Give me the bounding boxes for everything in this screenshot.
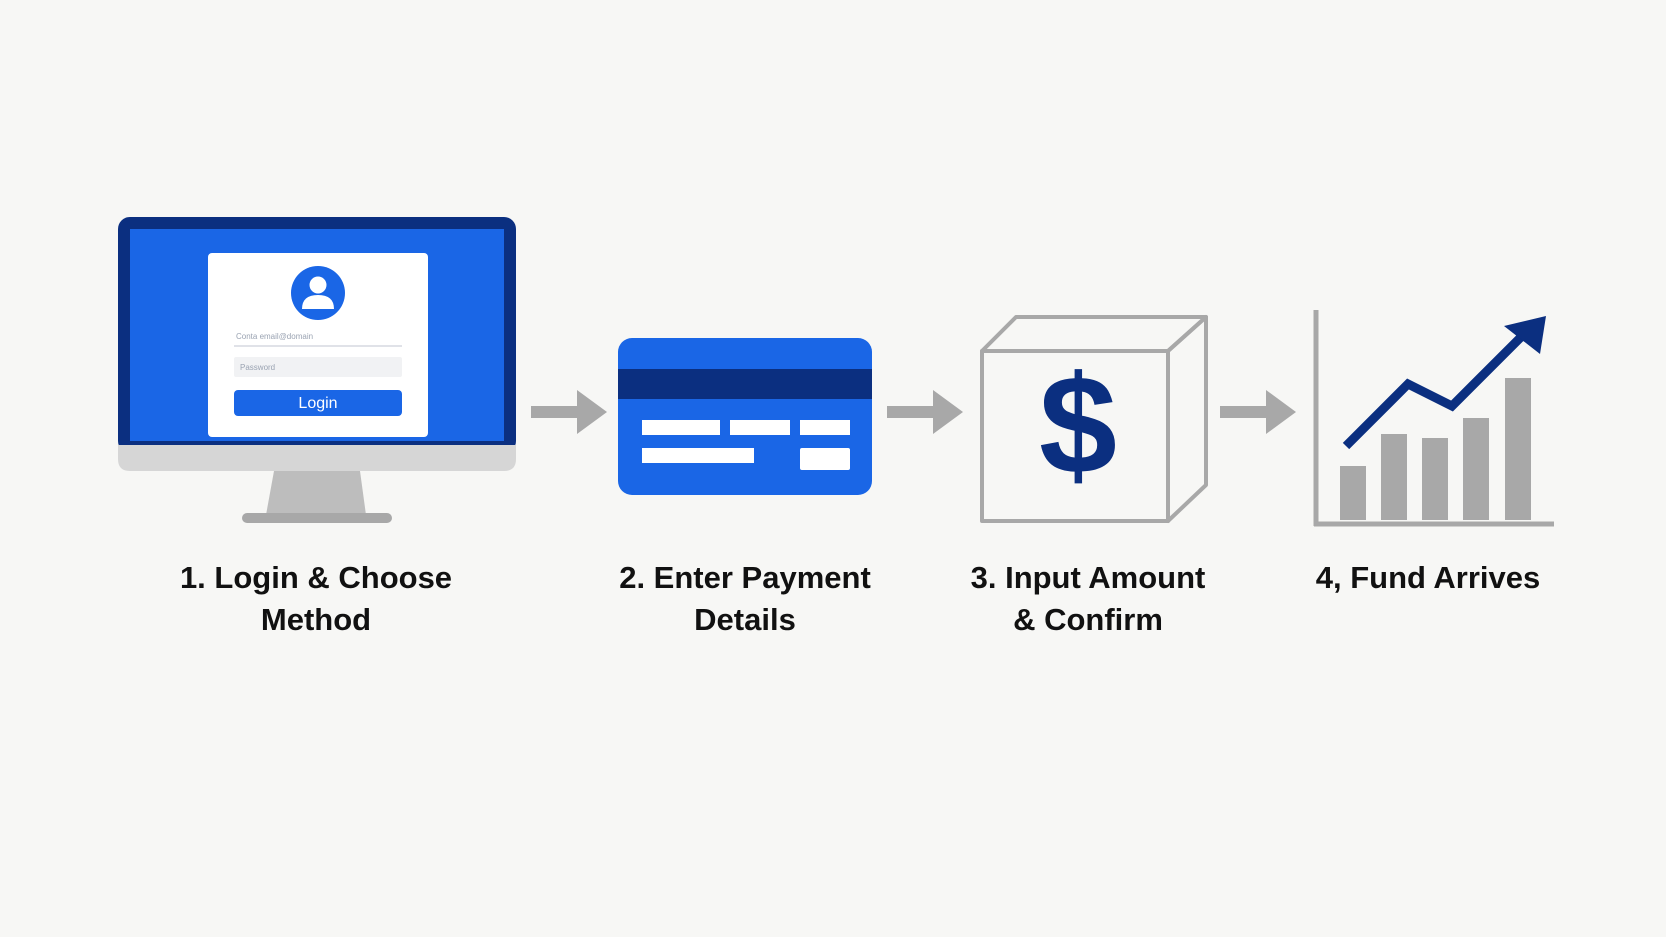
arrow-right-icon: [887, 390, 963, 434]
card-field: [800, 420, 850, 435]
monitor-chin: [118, 445, 516, 471]
card-field: [642, 448, 754, 463]
step-3-label: 3. Input Amount & Confirm: [970, 560, 1206, 637]
box-side: [1166, 315, 1208, 523]
chart-bar: [1381, 434, 1407, 520]
computer-login-icon: Conta email@domain Password Login: [118, 217, 516, 523]
chart-bar: [1422, 438, 1448, 520]
card-stripe: [618, 369, 872, 399]
arrow-right-icon: [1220, 390, 1296, 434]
card-body: [618, 338, 872, 495]
step-4-label: 4, Fund Arrives: [1315, 560, 1541, 595]
password-field-text: Password: [240, 363, 275, 372]
monitor-stand: [266, 471, 366, 515]
user-avatar-icon: [291, 266, 345, 320]
chart-bar: [1463, 418, 1489, 520]
trend-line: [1342, 330, 1528, 450]
growth-chart-icon: [1313, 310, 1554, 527]
dollar-box-icon: $: [980, 315, 1208, 523]
dollar-sign-icon: $: [1039, 346, 1117, 503]
email-field[interactable]: Conta email@domain: [236, 332, 313, 341]
password-field[interactable]: [234, 357, 402, 377]
arrow-right-icon: [531, 390, 607, 434]
monitor-base: [242, 513, 392, 523]
chart-bar: [1340, 466, 1366, 520]
trend-arrowhead-icon: [1504, 316, 1546, 354]
credit-card-icon: [618, 338, 872, 495]
card-field: [800, 448, 850, 470]
chart-bar: [1505, 378, 1531, 520]
card-field: [730, 420, 790, 435]
card-field: [642, 420, 720, 435]
login-button-label: Login: [298, 395, 337, 412]
step-1-label: 1. Login & Choose Method: [179, 560, 453, 637]
login-button[interactable]: [234, 390, 402, 416]
step-2-label: 2. Enter Payment Details: [619, 560, 871, 637]
